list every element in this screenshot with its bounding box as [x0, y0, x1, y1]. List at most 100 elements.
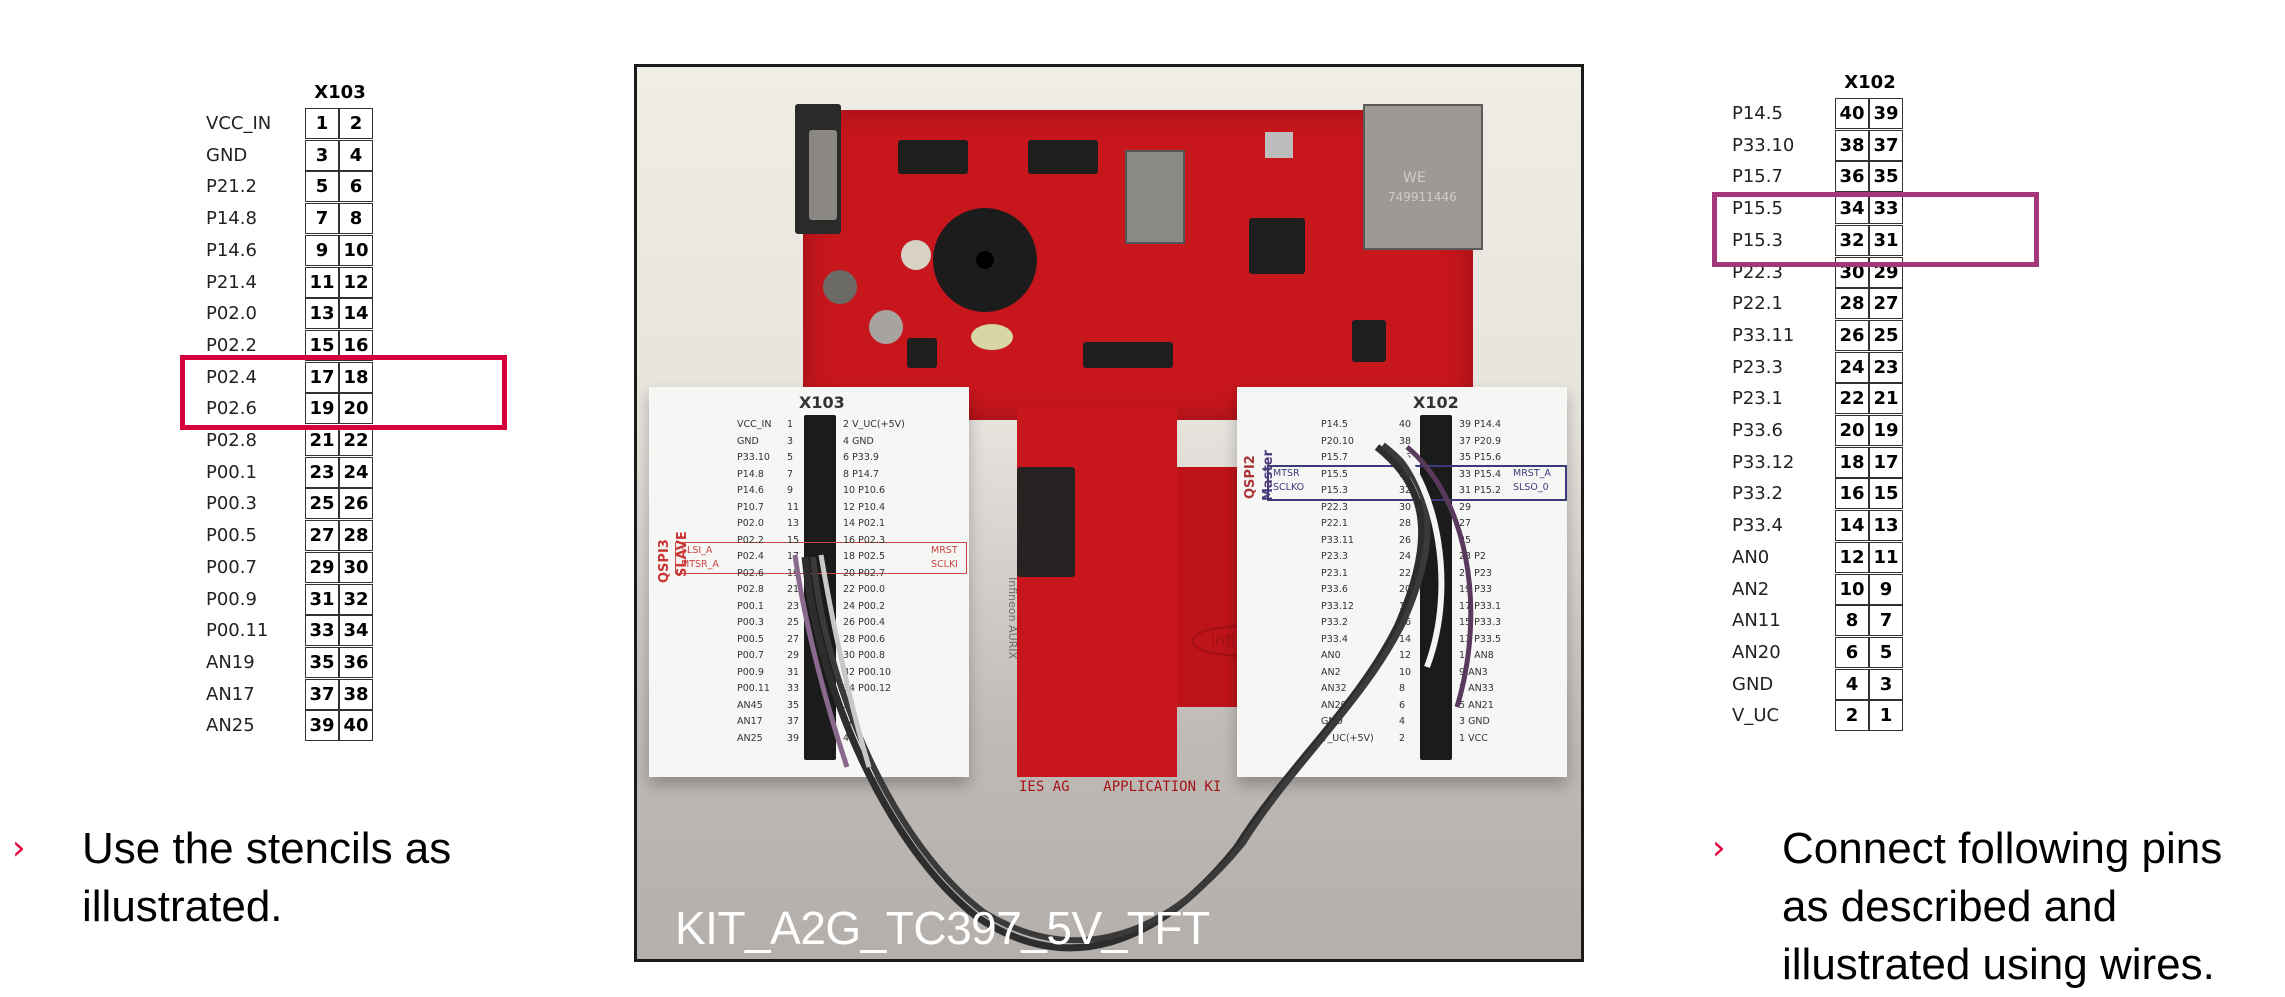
pin-number: 18 — [1835, 446, 1869, 478]
pin-signal-left: P14.8 — [206, 208, 257, 230]
stencil-pin-number: 6 — [1399, 699, 1406, 711]
bullet-stencils: › Use the stencils as illustrated. — [12, 820, 451, 936]
bullet-left-line1: Use the stencils as — [82, 824, 452, 873]
pin-number: 3 — [305, 139, 339, 171]
x102-header-strip — [1420, 415, 1452, 760]
pin-number: 9 — [305, 234, 339, 266]
pin-number: 6 — [339, 171, 373, 203]
pin-signal-left: GND — [1732, 673, 1774, 695]
pin-number: 10 — [1835, 573, 1869, 605]
stencil-pin-name: AN45 — [737, 699, 763, 711]
silkscreen-bottom: IES AG APPLICATION KI — [1019, 779, 1222, 795]
pin-number: 28 — [1835, 288, 1869, 320]
stencil-pin-name: P02.4 — [737, 551, 764, 562]
stencil-pin-number: 21 — [787, 584, 800, 595]
bullet-connect-pins: › Connect following pins as described an… — [1712, 820, 2222, 994]
stencil-pin-number: 40 — [1399, 419, 1412, 430]
pin-signal-left: P15.7 — [1732, 166, 1783, 188]
stencil-pin-name: P33.10 — [737, 452, 770, 463]
stencil-pin-right: 6 P33.9 — [843, 452, 879, 463]
stencil-pin-right: 12 P10.4 — [843, 501, 885, 513]
stencil-x103-highlight — [675, 542, 967, 574]
stencil-pin-name: P00.1 — [737, 600, 764, 612]
pin-signal-left: AN25 — [206, 715, 255, 737]
pin-signal-left: P00.11 — [206, 620, 269, 642]
stencil-pin-name: P14.5 — [1321, 419, 1348, 430]
stencil-pin-name: P22.3 — [1321, 501, 1348, 513]
pin-number: 36 — [1835, 161, 1869, 193]
stencil-pin-name: P10.7 — [737, 501, 764, 513]
pin-number: 19 — [305, 393, 339, 425]
bullet-right-line3: illustrated using wires. — [1782, 940, 2215, 989]
stencil-pin-number: 22 — [1399, 567, 1412, 579]
stencil-pin-right: 15 P33.3 — [1459, 617, 1501, 628]
stencil-pin-right: 34 P00.12 — [843, 683, 892, 694]
stencil-pin-number: 7 — [787, 468, 794, 480]
bullet-left-line2: illustrated. — [82, 882, 283, 931]
stencil-pin-right: 28 P00.6 — [843, 633, 885, 645]
pin-number: 21 — [305, 425, 339, 456]
pin-number: 33 — [1869, 193, 1903, 225]
pin-number: 7 — [1869, 605, 1903, 637]
pin-signal-left: AN20 — [1732, 641, 1781, 663]
pin-signal-left: AN11 — [1732, 610, 1781, 632]
pin-number: 25 — [1869, 319, 1903, 351]
pin-number: 31 — [305, 583, 339, 615]
stencil-pin-right: 17 P33.1 — [1459, 600, 1501, 612]
x102-stencil: X102 QSPI2 Master MTSR SCLKO MRST_A SLSO… — [1237, 387, 1567, 777]
pcb-board: WE 749911446 — [795, 104, 1483, 420]
lin-header — [898, 140, 968, 174]
stencil-pin-name: P33.11 — [1321, 534, 1354, 546]
stencil-pin-right: 32 P00.10 — [843, 666, 892, 678]
stencil-pin-number: 27 — [787, 633, 800, 645]
mtsr-master-label: MTSR — [1273, 468, 1300, 479]
stencil-pin-name: AN25 — [737, 732, 763, 744]
stencil-pin-name: P15.3 — [1321, 485, 1348, 496]
stencil-pin-name: P33.12 — [1321, 600, 1354, 612]
pin-number: 12 — [1835, 541, 1869, 573]
stencil-pin-number: 23 — [787, 600, 800, 612]
pin-number: 27 — [1869, 288, 1903, 320]
slsi-label: SLSI_A — [681, 545, 713, 556]
x102-header: X102 — [1844, 72, 1896, 93]
stencil-pin-right: 16 P02.3 — [843, 534, 885, 546]
stencil-pin-number: 9 — [787, 485, 794, 496]
pin-number: 40 — [1835, 98, 1869, 129]
stencil-pin-right: 7 AN33 — [1459, 683, 1494, 694]
stencil-pin-name: P00.11 — [737, 683, 770, 694]
stencil-pin-number: 5 — [787, 452, 794, 463]
mrst-label: MRST — [931, 545, 958, 556]
pin-signal-left: P15.5 — [1732, 198, 1783, 220]
stencil-pin-number: 20 — [1399, 584, 1412, 595]
stencil-pin-right: 2 V_UC(+5V) — [843, 419, 905, 430]
capacitor-1 — [823, 270, 857, 304]
small-chip-2 — [1352, 320, 1386, 362]
stencil-pin-name: P00.5 — [737, 633, 764, 645]
stencil-pin-number: 13 — [787, 518, 800, 529]
pin-signal-left: P21.4 — [206, 271, 257, 293]
pin-number: 14 — [1835, 510, 1869, 542]
pin-number: 9 — [1869, 573, 1903, 605]
pin-number: 37 — [305, 678, 339, 710]
ethernet-label: WE — [1403, 170, 1426, 186]
pin-number: 15 — [305, 329, 339, 361]
pin-number: 8 — [339, 203, 373, 235]
stencil-pin-number: 37 — [787, 716, 800, 727]
pin-number: 28 — [339, 520, 373, 552]
pin-number: 17 — [305, 361, 339, 393]
pin-signal-left: P15.3 — [1732, 229, 1783, 251]
pin-signal-left: P33.11 — [1732, 324, 1795, 346]
pin-number: 14 — [339, 298, 373, 330]
stencil-pin-name: V_UC(+5V) — [1321, 732, 1374, 744]
stencil-pin-number: 32 — [1399, 485, 1412, 496]
pcb-lower: Infineon AURIX — [1006, 407, 1177, 777]
pin-number: 39 — [305, 710, 339, 742]
pin-number: 34 — [339, 615, 373, 647]
jumper-wires — [792, 442, 1474, 952]
pin-number: 22 — [339, 425, 373, 456]
mrst-a-label: MRST_A — [1513, 468, 1551, 479]
stencil-pin-number: 39 — [787, 732, 800, 744]
stencil-pin-right: 5 AN21 — [1459, 699, 1494, 711]
pin-number: 26 — [339, 488, 373, 520]
pin-signal-left: P14.5 — [1732, 103, 1783, 124]
